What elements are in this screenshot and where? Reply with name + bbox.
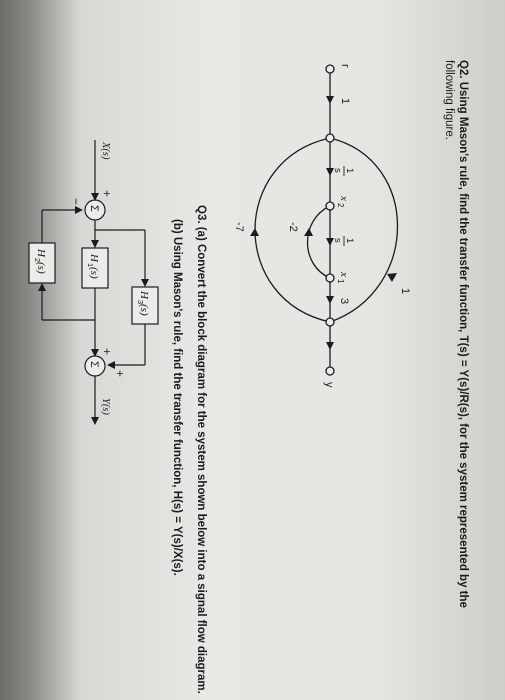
arrow-h2-into-sum1	[75, 206, 83, 214]
sum-symbol-1: Σ	[88, 205, 100, 212]
arrow-forward	[387, 273, 397, 282]
block-h2	[28, 242, 56, 284]
node-d	[325, 317, 335, 327]
label-gain-3: 3	[338, 298, 350, 304]
arrow-h3-into-sum2	[107, 361, 115, 369]
label-x1: x	[338, 271, 350, 277]
label-r: r	[339, 64, 351, 68]
label-gain-1s-a-den: s	[332, 168, 343, 173]
arrow-into-h3	[141, 279, 149, 287]
label-gain-1s-b-den: s	[332, 238, 343, 243]
arrow-5	[326, 342, 334, 350]
label-x2-sub: 2	[336, 203, 345, 208]
label-gain-m7: -7	[233, 222, 245, 232]
label-h3: H	[138, 290, 150, 300]
node-y	[325, 366, 335, 376]
block-diagram	[28, 140, 159, 425]
signal-flow-graph	[250, 72, 399, 368]
label-x1-sub: 1	[336, 279, 345, 284]
node-x2	[325, 201, 335, 211]
sum-junction-2	[84, 355, 106, 377]
rotated-content: Q2. Using Mason's rule, find the transfe…	[28, 60, 469, 694]
arrow-m7	[250, 228, 259, 236]
label-h3-sub: 3	[136, 300, 145, 304]
branch-feedback-m2	[307, 205, 331, 279]
sfg-nodes	[325, 64, 335, 376]
label-h1-sub: 1	[86, 263, 95, 267]
label-gain-1s-b-num: 1	[344, 238, 355, 243]
node-a	[325, 133, 335, 143]
label-h1: H	[88, 253, 100, 263]
arrow-4	[326, 296, 334, 304]
label-y: y	[323, 382, 335, 388]
arrow-into-sum1	[91, 193, 99, 201]
arrow-2	[326, 168, 334, 176]
sign-plus-sum2-top: +	[113, 370, 127, 377]
label-h2-sub: 2	[33, 258, 42, 262]
label-h1-arg: (s)	[88, 267, 100, 279]
sign-plus-sum1: +	[100, 190, 114, 197]
label-gain-1s-a-num: 1	[344, 168, 355, 173]
node-x1	[325, 273, 335, 283]
q3-line-a: Q3. (a) Convert the block diagram for th…	[195, 205, 207, 694]
node-r	[325, 64, 335, 74]
label-gain-m2: -2	[287, 222, 299, 232]
q2-line-1: Q2. Using Mason's rule, find the transfe…	[457, 60, 469, 608]
sum-symbol-2: Σ	[88, 361, 100, 368]
q3-line-b: (b) Using Mason's rule, find the transfe…	[171, 219, 183, 576]
label-h2: H	[35, 248, 47, 258]
label-h3-arg: (s)	[138, 304, 150, 316]
sign-plus-sum2-left: +	[100, 348, 114, 355]
sum-junction-1	[84, 199, 106, 221]
arrow-1	[326, 96, 334, 104]
label-y-out: Y(s)	[100, 398, 111, 415]
label-gain-forward: 1	[399, 288, 411, 294]
label-x2: x	[338, 195, 350, 201]
branch-forward-1	[329, 137, 399, 323]
arrow-into-h1	[91, 240, 99, 248]
label-h2-arg: (s)	[35, 262, 47, 274]
label-gain-1: 1	[339, 98, 351, 104]
sign-minus-sum1: −	[69, 198, 83, 205]
block-h3	[131, 286, 159, 325]
arrow-m2	[304, 228, 313, 236]
arrow-y-out	[91, 417, 99, 425]
block-h1	[81, 247, 109, 289]
arrow-3	[326, 238, 334, 246]
q2-line-2: following figure.	[443, 60, 455, 140]
arrow-into-sum2	[91, 349, 99, 357]
arrow-into-h2	[38, 283, 46, 291]
label-x-in: X(s)	[100, 141, 111, 160]
